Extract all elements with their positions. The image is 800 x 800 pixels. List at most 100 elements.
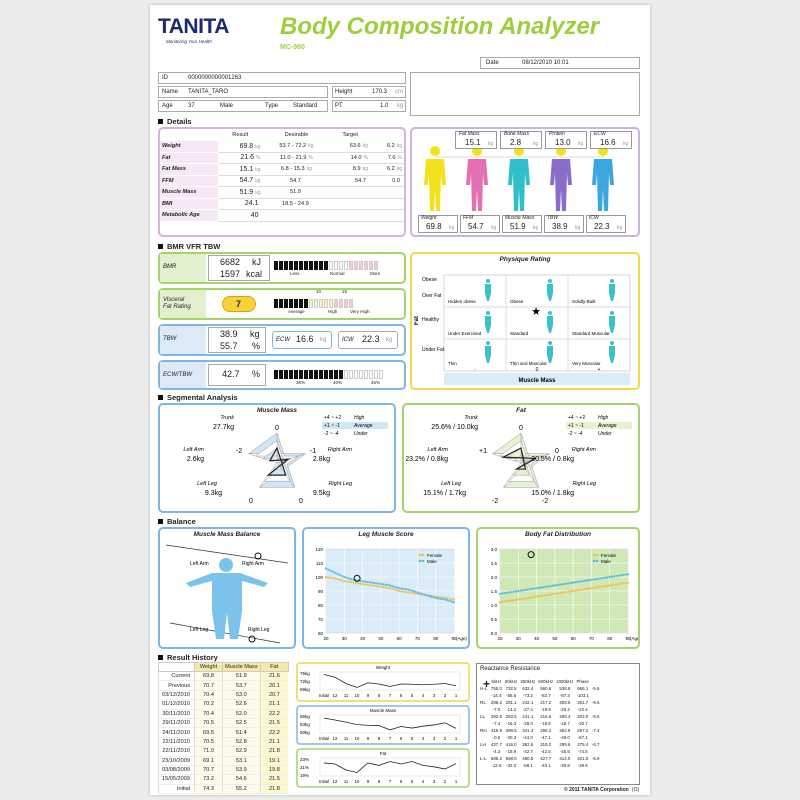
history-cell: 52.5 — [222, 718, 261, 729]
history-cell: 55.2 — [222, 784, 261, 795]
details-row-label: BMI — [160, 198, 218, 210]
segmental-fat-panel — [402, 403, 640, 513]
chart-x-tick: 70 — [415, 636, 421, 641]
chart-point — [327, 576, 330, 579]
details-header-blank — [160, 129, 218, 141]
user-marker-icon — [353, 574, 361, 582]
id-row — [158, 72, 406, 84]
reactance-r-value: 209.6 — [559, 700, 571, 705]
brand-name: TANITA — [158, 15, 229, 38]
chart-point — [372, 581, 376, 585]
desirable-unit: % — [308, 154, 313, 161]
chart-point — [546, 585, 550, 588]
radar-right-leg: 15.0% / 1.8kg — [531, 490, 574, 497]
bmr-scale-less: Less — [290, 271, 300, 276]
spark-x-tick: 6 — [400, 693, 403, 698]
reactance-phase: -6.9 — [591, 756, 600, 761]
chart-point — [418, 592, 421, 595]
chart-point — [441, 597, 444, 601]
date-value: 08/12/2010 10:01 — [522, 60, 569, 66]
history-header — [158, 662, 195, 672]
reactance-blank — [590, 692, 601, 699]
chart-point — [430, 595, 433, 598]
body-top-value: 13.0 — [555, 138, 571, 147]
body-top-value: 2.8 — [510, 138, 522, 147]
chart-point — [613, 583, 616, 586]
target-value: 54.7 — [355, 177, 366, 184]
details-row-diff — [369, 186, 404, 199]
bmr-label: BMR — [163, 264, 177, 270]
tbw-label: TBW — [163, 336, 177, 342]
result-unit: kg — [255, 189, 261, 196]
spark-y-tick: 50kg — [300, 730, 310, 735]
chart-point — [498, 592, 502, 595]
radar-left-leg: 15.1% / 1.7kg — [423, 490, 466, 497]
physique-figure-icon — [609, 279, 615, 301]
chart-point — [452, 598, 456, 601]
report-sheet: TANITA Monitoring Your Health Body Compo… — [150, 5, 650, 795]
chart-point — [585, 579, 588, 582]
reactance-x-value: -56.6 — [506, 693, 517, 698]
chart-point — [411, 592, 414, 595]
chart-point — [366, 580, 369, 583]
chart-y-tick: 0.0 — [491, 631, 498, 636]
chart-point — [510, 590, 513, 594]
chart-point — [363, 583, 366, 586]
spark-x-tick: 6 — [400, 779, 403, 784]
chart-point — [347, 580, 350, 583]
details-row-target — [330, 186, 370, 199]
history-cell: 21.6 — [259, 671, 289, 682]
plus-icon: + — [483, 677, 491, 691]
chart-point — [329, 576, 332, 579]
reactance-x-value: -49.0 — [559, 735, 570, 740]
chart-point — [343, 580, 346, 583]
spark-x-tick: 9 — [367, 779, 370, 784]
reactance-x-value: -27.4 — [522, 707, 533, 712]
reactance-phase: -7.4 — [591, 728, 600, 733]
spark-x-tick: 7 — [389, 736, 392, 741]
reactance-r-value: 242.1 — [522, 700, 534, 705]
radar-right-leg-label: Right Leg — [328, 481, 352, 487]
reactance-x-row: -14.4-56.6-73.2-82.7-87.3-103.1 — [478, 692, 601, 699]
reactance-x-value: -74.6 — [577, 749, 588, 754]
history-cell: 20.7 — [259, 690, 289, 701]
chart-point — [377, 582, 380, 585]
chart-point — [604, 585, 607, 588]
radar-legend-text: High — [354, 415, 365, 421]
chart-point — [521, 589, 524, 592]
chart-point — [526, 588, 529, 591]
chart-point — [404, 590, 408, 594]
reactance-r-value: 261.7 — [577, 700, 589, 705]
history-date: Current — [158, 671, 195, 682]
physique-cell-label: Thin — [448, 361, 457, 366]
chart-point — [526, 596, 529, 600]
chart-point — [400, 590, 403, 593]
date-label: Date — [486, 60, 499, 66]
chart-point — [585, 587, 588, 590]
result-value: 40 — [250, 211, 259, 219]
chart-point — [414, 590, 417, 593]
result-value: 24.1 — [244, 200, 259, 208]
chart-point — [624, 573, 627, 576]
bmr-kcal-unit: kcal — [246, 269, 263, 279]
spark-x-tick: 5 — [411, 693, 414, 698]
details-row-result: 40 — [218, 209, 263, 222]
ecwtbw-scale-40: 40% — [333, 380, 343, 385]
reactance-r-value: 299.6 — [559, 742, 571, 747]
reactance-blank — [478, 706, 489, 713]
chart-point — [436, 597, 440, 600]
pt-row — [332, 100, 406, 112]
history-header: Muscle Mass — [222, 662, 261, 672]
reactance-r-value: 209.4 — [559, 714, 571, 719]
spark-x-tick: 2 — [444, 736, 447, 741]
details-row-label: Fat Mass — [160, 163, 218, 176]
history-cell: 70.2 — [194, 699, 223, 710]
reactance-r-value: 585.2 — [490, 756, 502, 761]
spark-x-tick: 5 — [411, 736, 414, 741]
body-top-box — [500, 131, 542, 149]
tanita-logo: TANITA Monitoring Your Health — [158, 15, 229, 44]
chart-point — [379, 585, 382, 588]
physique-figure-icon — [485, 279, 491, 301]
